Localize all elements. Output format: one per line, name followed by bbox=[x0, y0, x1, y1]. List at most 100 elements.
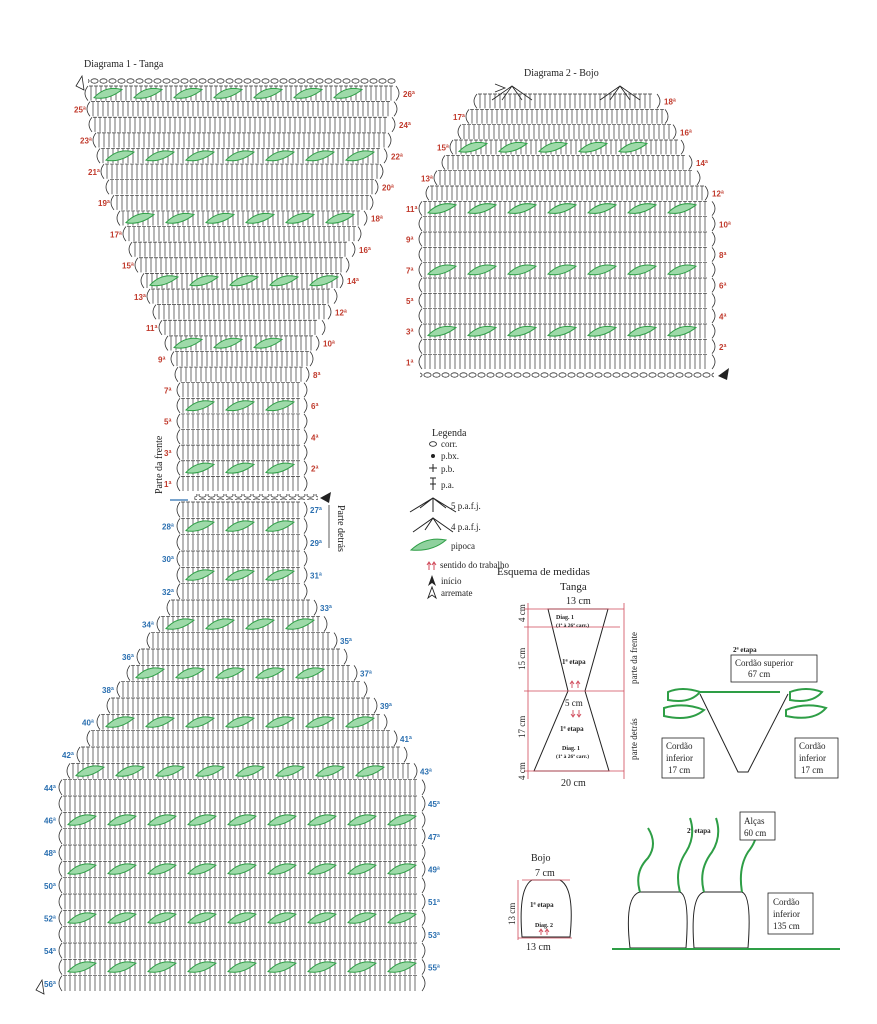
popcorn-stitch bbox=[265, 716, 296, 728]
row-turn-chain bbox=[58, 910, 63, 926]
stitch-row bbox=[86, 730, 398, 747]
popcorn-stitch bbox=[618, 141, 649, 153]
row-turn-chain bbox=[711, 216, 716, 232]
stitch-row bbox=[418, 354, 716, 370]
row-number: 13ª bbox=[421, 174, 433, 183]
popcorn-stitch bbox=[255, 667, 286, 679]
row-number: 3ª bbox=[164, 449, 171, 458]
legend-item-slip: p.bx. bbox=[441, 451, 459, 461]
row-turn-chain bbox=[303, 460, 308, 476]
row-turn-chain bbox=[664, 109, 669, 124]
row-turn-chain bbox=[374, 179, 379, 195]
row-turn-chain bbox=[176, 583, 181, 600]
straps-box bbox=[739, 811, 776, 841]
bojo-diag: Diag. 2 bbox=[535, 923, 553, 929]
row-turn-chain bbox=[106, 697, 111, 714]
popcorn-stitch bbox=[225, 569, 256, 581]
row-number: 51ª bbox=[428, 898, 440, 907]
popcorn-stitch bbox=[627, 264, 658, 276]
bra-cord-inf-3: 135 cm bbox=[773, 921, 800, 931]
row-number: 4ª bbox=[311, 433, 318, 442]
stitch-row bbox=[418, 338, 716, 354]
cord-superior-length: 67 cm bbox=[748, 669, 770, 679]
cord-inf-right-1: Cordão bbox=[799, 741, 826, 751]
popcorn-stitch bbox=[185, 150, 216, 162]
popcorn-group bbox=[185, 400, 296, 412]
tanga-top-width: 13 cm bbox=[566, 596, 591, 607]
row-turn-chain bbox=[418, 354, 423, 370]
popcorn-stitch bbox=[245, 618, 276, 630]
stitch-marks bbox=[139, 257, 343, 273]
popcorn-group bbox=[427, 264, 698, 276]
stitch-marks bbox=[63, 975, 417, 991]
row-turn-chain bbox=[383, 148, 388, 164]
row-number: 31ª bbox=[310, 572, 322, 581]
stitch-lines bbox=[115, 194, 369, 210]
row-turn-chain bbox=[711, 339, 716, 354]
finish-arrow-icon bbox=[75, 74, 85, 91]
popcorn-stitch bbox=[355, 765, 386, 777]
stitch-lines bbox=[97, 132, 386, 148]
popcorn-group bbox=[67, 814, 418, 826]
row-turn-chain bbox=[303, 429, 308, 445]
stitch-row bbox=[176, 550, 308, 567]
row-number: 44ª bbox=[44, 784, 56, 793]
stitch-marks bbox=[438, 170, 692, 185]
popcorn-stitch bbox=[325, 212, 356, 224]
row-number: 43ª bbox=[420, 768, 432, 777]
popcorn-stitch bbox=[253, 87, 284, 99]
row-turn-chain bbox=[58, 959, 63, 975]
stitch-row bbox=[58, 844, 426, 861]
stitch-row bbox=[66, 762, 418, 779]
five-dc-together-icon bbox=[491, 85, 641, 101]
row-turn-chain bbox=[711, 277, 716, 293]
popcorn-stitch bbox=[67, 912, 98, 924]
popcorn-stitch bbox=[93, 87, 124, 99]
row-number: 11ª bbox=[146, 324, 157, 333]
stitch-lines bbox=[181, 444, 300, 460]
stitch-marks bbox=[111, 697, 370, 714]
popcorn-stitch bbox=[67, 863, 98, 875]
popcorn-stitch bbox=[333, 87, 364, 99]
row-turn-chain bbox=[303, 501, 308, 518]
row-turn-chain bbox=[303, 518, 308, 534]
row-turn-chain bbox=[146, 632, 151, 649]
row-number: 16ª bbox=[680, 128, 692, 137]
stitch-row bbox=[84, 85, 400, 101]
row-number: 12ª bbox=[335, 308, 347, 317]
popcorn-stitch bbox=[307, 814, 338, 826]
row-turn-chain bbox=[418, 339, 423, 354]
stitch-marks bbox=[423, 338, 707, 354]
row-turn-chain bbox=[305, 366, 310, 382]
popcorn-stitch bbox=[387, 814, 418, 826]
row-turn-chain bbox=[58, 893, 63, 910]
stitch-row bbox=[146, 288, 338, 304]
row-turn-chain bbox=[176, 413, 181, 429]
row-turn-chain bbox=[86, 101, 91, 117]
row-number: 14ª bbox=[696, 159, 708, 168]
stitch-marks bbox=[63, 811, 417, 828]
popcorn-stitch bbox=[387, 961, 418, 973]
row-number: 19ª bbox=[98, 199, 110, 208]
stitch-row bbox=[122, 226, 362, 242]
popcorn-stitch bbox=[133, 87, 164, 99]
stitch-lines bbox=[81, 746, 400, 763]
popcorn-stitch bbox=[267, 814, 298, 826]
stitch-marks bbox=[181, 413, 300, 429]
up-arrows-icon bbox=[569, 680, 581, 688]
popcorn-stitch bbox=[147, 863, 178, 875]
tanga-diag1-top-sub: (1ª à 26ª carr.) bbox=[556, 622, 589, 629]
popcorn-stitch bbox=[667, 325, 698, 337]
stitch-lines bbox=[63, 844, 417, 861]
row-turn-chain bbox=[421, 812, 426, 828]
diagram-1-rows: 26ª25ª24ª23ª22ª21ª20ª19ª18ª17ª16ª15ª14ª1… bbox=[35, 74, 440, 995]
stitch-row bbox=[425, 185, 709, 201]
cord-inf-left-3: 17 cm bbox=[668, 765, 690, 775]
row-turn-chain bbox=[418, 201, 423, 216]
row-number: 54ª bbox=[44, 947, 56, 956]
popcorn-stitch bbox=[107, 961, 138, 973]
stitch-marks bbox=[423, 354, 707, 369]
popcorn-stitch bbox=[667, 203, 698, 214]
row-turn-chain bbox=[105, 179, 110, 195]
bra-cord-inferior-box bbox=[767, 892, 814, 935]
